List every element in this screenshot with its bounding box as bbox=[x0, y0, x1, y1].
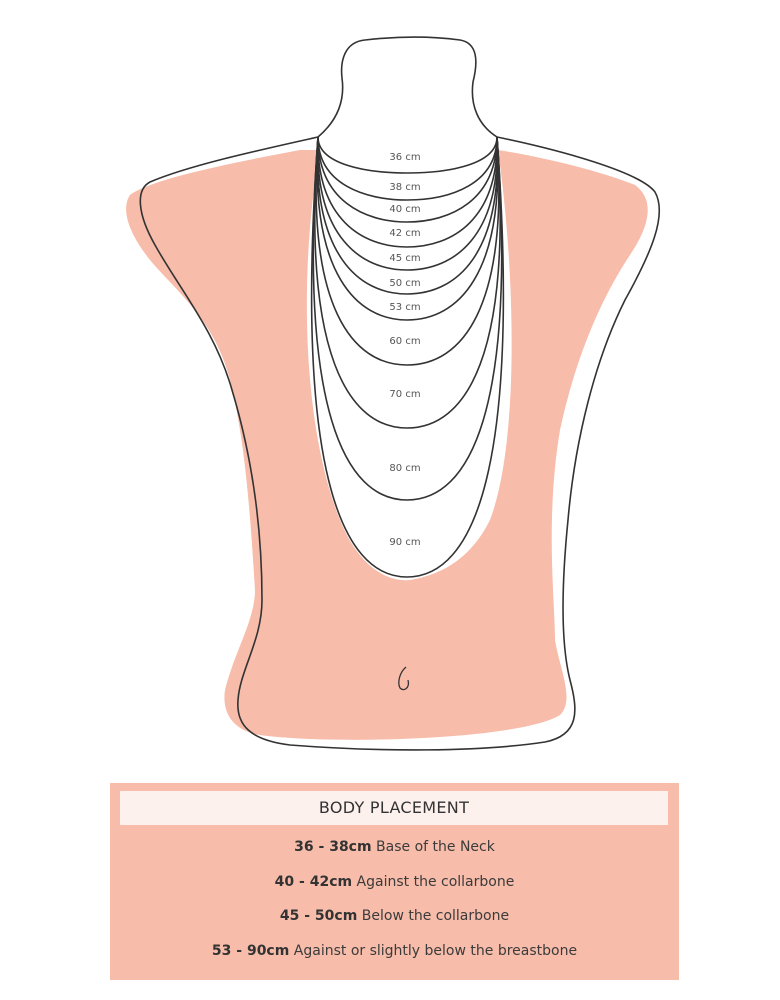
placement-row: 45 - 50cm Below the collarbone bbox=[110, 908, 679, 924]
placement-desc: Against or slightly below the breastbone bbox=[293, 943, 578, 959]
necklace-length-label: 40 cm bbox=[389, 204, 420, 215]
placement-range: 45 - 50cm bbox=[279, 908, 358, 924]
placement-row: 40 - 42cm Against the collarbone bbox=[110, 874, 679, 890]
necklace-length-label: 45 cm bbox=[389, 253, 420, 264]
necklace-60cm bbox=[315, 136, 500, 366]
placement-range: 36 - 38cm bbox=[294, 839, 372, 855]
necklace-90cm bbox=[310, 136, 505, 578]
necklace-length-label: 53 cm bbox=[389, 302, 420, 313]
navel-icon bbox=[398, 666, 410, 691]
panel-title: BODY PLACEMENT bbox=[120, 791, 668, 825]
necklace-length-label: 80 cm bbox=[389, 463, 420, 474]
necklace-length-label: 70 cm bbox=[389, 389, 420, 400]
torso-fill bbox=[126, 150, 648, 740]
necklace-70cm bbox=[314, 136, 501, 429]
necklace-length-label: 50 cm bbox=[389, 278, 420, 289]
necklace-length-label: 38 cm bbox=[389, 182, 420, 193]
necklace-length-label: 42 cm bbox=[389, 228, 420, 239]
necklace-80cm bbox=[312, 136, 503, 501]
necklace-45cm bbox=[317, 136, 498, 271]
placement-row: 36 - 38cm Base of the Neck bbox=[110, 839, 679, 855]
necklace-38cm bbox=[317, 136, 498, 201]
necklace-length-label: 60 cm bbox=[389, 336, 420, 347]
neck-outline bbox=[317, 36, 498, 138]
necklace-40cm bbox=[317, 136, 498, 223]
placement-range: 40 - 42cm bbox=[274, 874, 353, 890]
necklace-length-label: 90 cm bbox=[389, 537, 420, 548]
torso-diagram: 36 cm 38 cm 40 cm 42 cm 45 cm 50 cm 53 cm 60 cm… bbox=[126, 36, 661, 751]
placement-desc: Against the collarbone bbox=[356, 874, 515, 890]
body-placement-panel: BODY PLACEMENT 36 - 38cm Base of the Nec… bbox=[110, 783, 679, 980]
necklace-36cm bbox=[317, 136, 498, 174]
placement-range: 53 - 90cm bbox=[211, 943, 290, 959]
placement-row: 53 - 90cm Against or slightly below the … bbox=[110, 943, 679, 959]
placement-desc: Below the collarbone bbox=[361, 908, 510, 924]
necklace-53cm bbox=[316, 136, 499, 321]
torso-outline bbox=[139, 136, 661, 751]
necklace-50cm bbox=[316, 136, 499, 295]
placement-desc: Base of the Neck bbox=[376, 839, 495, 855]
necklace-42cm bbox=[317, 136, 498, 248]
necklace-length-label: 36 cm bbox=[389, 152, 420, 163]
